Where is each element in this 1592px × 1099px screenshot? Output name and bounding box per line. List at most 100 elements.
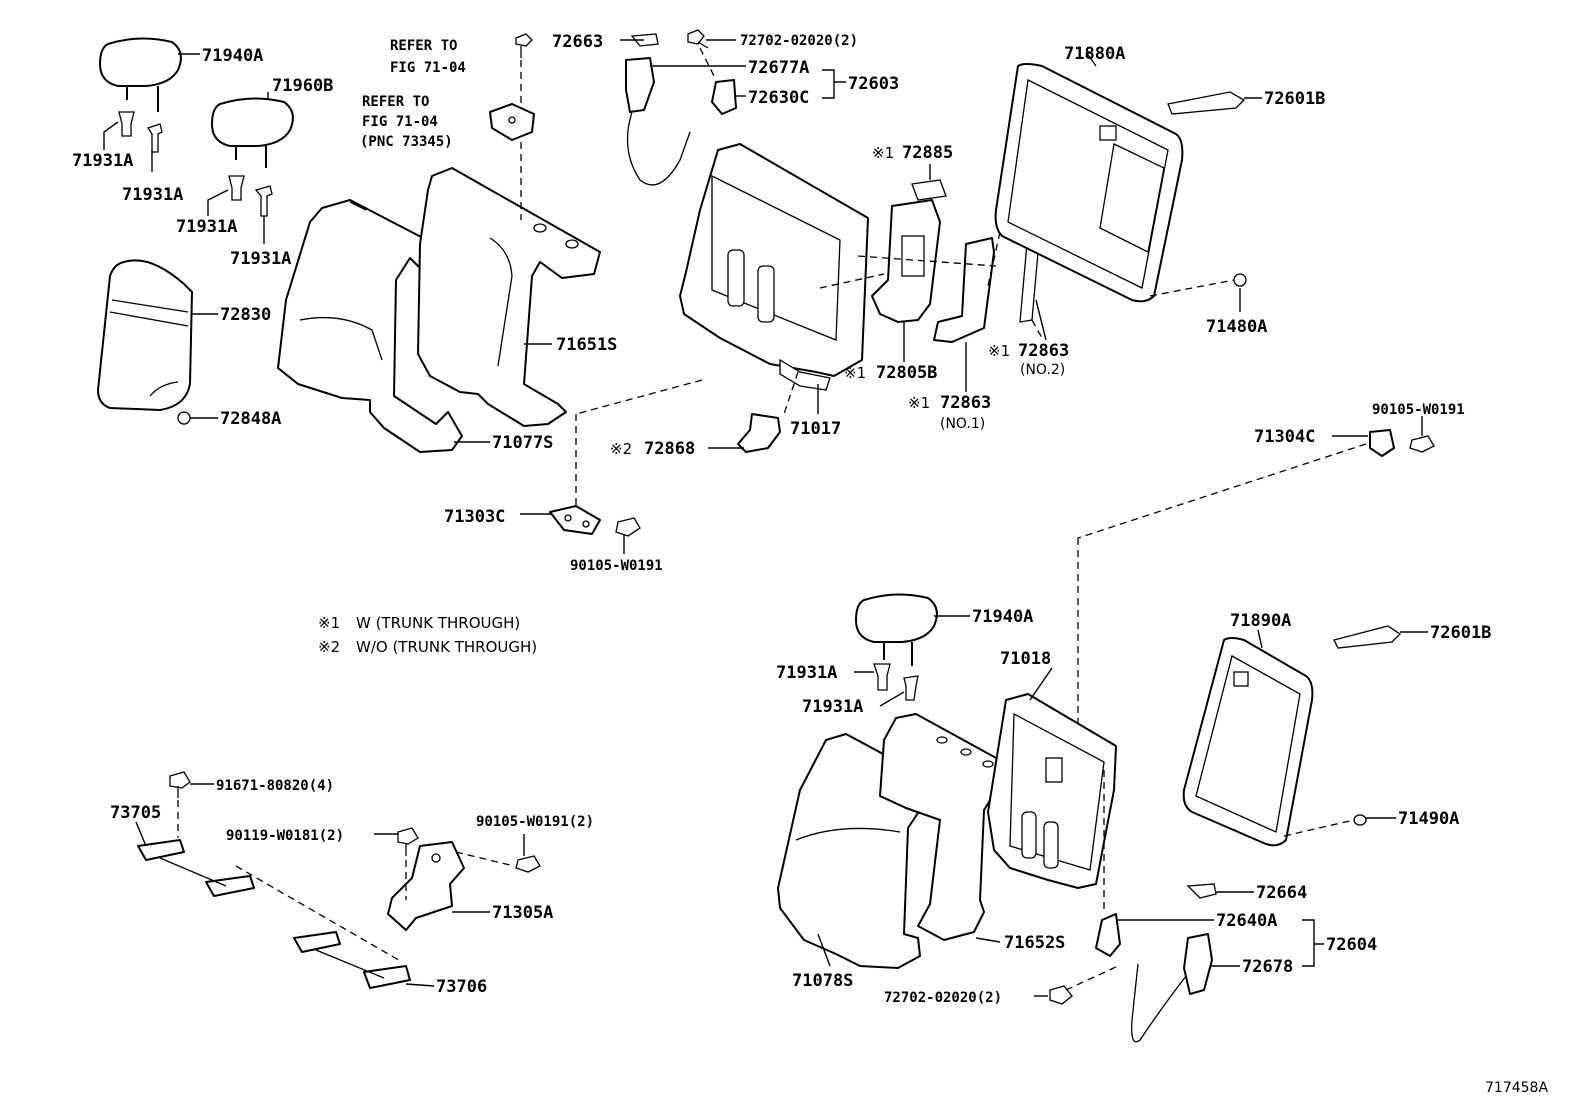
- bolt-91671[interactable]: [169, 771, 191, 798]
- part-labels: 71940A 71960B 71931A 71931A 71931A 71931…: [72, 32, 1548, 1096]
- seatback-frame-71017[interactable]: [679, 143, 869, 391]
- cover-72663[interactable]: [630, 33, 659, 47]
- headrest-71940A-top[interactable]: [99, 37, 182, 112]
- refer-1-line-1: REFER TO: [390, 38, 457, 54]
- bolt-90105-2[interactable]: [515, 855, 541, 873]
- label-72863-no2: 72863: [1018, 341, 1069, 361]
- bolt-90105-left[interactable]: [615, 517, 641, 537]
- knob-72601B-top[interactable]: [1167, 91, 1246, 115]
- guide-71931A-1[interactable]: [118, 111, 135, 137]
- label-71017: 71017: [790, 419, 841, 439]
- seatback-pad-71651S[interactable]: [417, 167, 601, 427]
- armrest-72830[interactable]: [97, 259, 193, 411]
- clip-71480A[interactable]: [1233, 273, 1247, 287]
- guide-71931A-6[interactable]: [903, 675, 919, 701]
- label-71931A-4: 71931A: [230, 249, 291, 269]
- label-71077S: 71077S: [492, 433, 553, 453]
- label-72677A: 72677A: [748, 58, 809, 78]
- label-71490A: 71490A: [1398, 809, 1459, 829]
- guide-71931A-3[interactable]: [228, 175, 245, 201]
- guide-71931A-5[interactable]: [873, 663, 891, 691]
- clip-72848A[interactable]: [177, 411, 191, 425]
- bracket-72868[interactable]: [737, 413, 781, 453]
- hinge-72805B[interactable]: [871, 199, 941, 323]
- bolt-90119[interactable]: [397, 827, 419, 856]
- label-71305A: 71305A: [492, 903, 553, 923]
- hinge-71304C[interactable]: [1369, 429, 1395, 457]
- label-72848A: 72848A: [220, 409, 281, 429]
- mark-72863-no1: ※1: [908, 394, 930, 412]
- note-no2: (NO.2): [1020, 362, 1065, 378]
- hinge-73706[interactable]: [293, 931, 411, 989]
- label-90105-2: 90105-W0191(2): [476, 814, 594, 830]
- refer-2-line-2: FIG 71-04: [362, 114, 438, 130]
- mark-72868: ※2: [610, 440, 632, 458]
- label-71931A-5: 71931A: [776, 663, 837, 683]
- label-71303C: 71303C: [444, 507, 505, 527]
- lock-72640A[interactable]: [1095, 913, 1121, 957]
- note-no1: (NO.1): [940, 416, 985, 432]
- mark-72863-no2: ※1: [988, 342, 1010, 360]
- guide-71931A-4[interactable]: [254, 185, 273, 217]
- back-board-71880A[interactable]: [994, 63, 1184, 303]
- refer-2-line-1: REFER TO: [362, 94, 429, 110]
- label-72604: 72604: [1326, 935, 1377, 955]
- bolt-72702-top[interactable]: [687, 29, 709, 49]
- note-2-text: W/O (TRUNK THROUGH): [356, 638, 537, 656]
- label-71890A: 71890A: [1230, 611, 1291, 631]
- label-72830: 72830: [220, 305, 271, 325]
- label-72601B-top: 72601B: [1264, 89, 1325, 109]
- guide-71931A-2[interactable]: [146, 123, 163, 153]
- refer-1-line-2: FIG 71-04: [390, 60, 466, 76]
- label-71880A: 71880A: [1064, 44, 1125, 64]
- label-71931A-3: 71931A: [176, 217, 237, 237]
- label-91671: 91671-80820(4): [216, 778, 334, 794]
- label-71940A-top: 71940A: [202, 46, 263, 66]
- headrest-71940A-bottom[interactable]: [855, 593, 938, 666]
- label-72640A: 72640A: [1216, 911, 1277, 931]
- clip-72885[interactable]: [911, 179, 947, 201]
- label-71078S: 71078S: [792, 971, 853, 991]
- label-72702-bottom: 72702-02020(2): [884, 990, 1002, 1006]
- headrest-71960B[interactable]: [211, 97, 294, 168]
- mark-72885: ※1: [872, 144, 894, 162]
- back-board-71890A[interactable]: [1182, 637, 1314, 847]
- label-73705: 73705: [110, 803, 161, 823]
- label-71480A: 71480A: [1206, 317, 1267, 337]
- bolt-refer-fig-71-04[interactable]: [515, 33, 533, 58]
- label-73706: 73706: [436, 977, 487, 997]
- label-72603: 72603: [848, 74, 899, 94]
- note-2-mark: ※2: [318, 638, 340, 656]
- label-90119: 90119-W0181(2): [226, 828, 344, 844]
- lock-72677A[interactable]: [625, 57, 691, 186]
- knob-72601B-bottom[interactable]: [1333, 625, 1402, 649]
- lock-72678[interactable]: [1131, 933, 1213, 1043]
- note-1-mark: ※1: [318, 614, 340, 632]
- label-72630C: 72630C: [748, 88, 809, 108]
- label-71652S: 71652S: [1004, 933, 1065, 953]
- label-72601B-bottom: 72601B: [1430, 623, 1491, 643]
- label-71018: 71018: [1000, 649, 1051, 669]
- label-90105-left: 90105-W0191: [570, 558, 663, 574]
- bolt-72702-bottom[interactable]: [1049, 985, 1073, 1005]
- lock-72630C[interactable]: [711, 79, 737, 115]
- label-72663: 72663: [552, 32, 603, 52]
- cover-72664[interactable]: [1186, 883, 1217, 899]
- mark-72805B: ※1: [844, 364, 866, 382]
- bracket-refer-pnc-73345[interactable]: [489, 103, 535, 141]
- label-71931A-1: 71931A: [72, 151, 133, 171]
- label-72664: 72664: [1256, 883, 1307, 903]
- label-72805B: 72805B: [876, 363, 937, 383]
- label-72702-top: 72702-02020(2): [740, 33, 858, 49]
- hinge-71303C[interactable]: [549, 505, 601, 535]
- clip-71490A[interactable]: [1353, 814, 1367, 826]
- seatback-frame-71018[interactable]: [987, 693, 1117, 889]
- hinge-73705[interactable]: [137, 839, 255, 897]
- bracket-71305A[interactable]: [387, 841, 465, 931]
- label-71304C: 71304C: [1254, 427, 1315, 447]
- label-71940A-bottom: 71940A: [972, 607, 1033, 627]
- figure-id: 717458A: [1485, 1080, 1548, 1096]
- bolt-90105-right[interactable]: [1409, 435, 1435, 453]
- cover-72863-no1[interactable]: [933, 237, 995, 343]
